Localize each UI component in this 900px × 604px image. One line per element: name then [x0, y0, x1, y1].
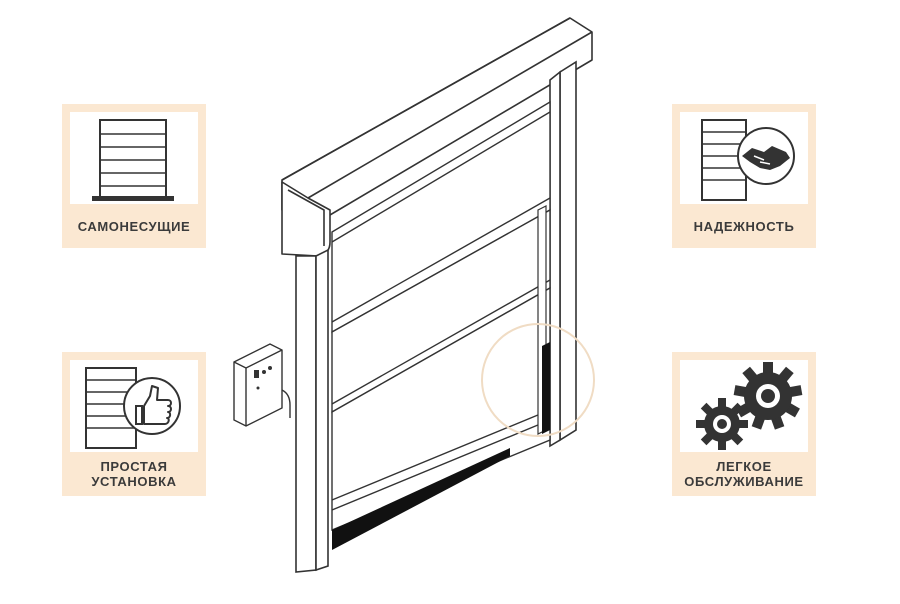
feature-easy-maintenance: ЛЕГКОЕ ОБСЛУЖИВАНИЕ — [672, 352, 816, 496]
feature-easy-maintenance-label: ЛЕГКОЕ ОБСЛУЖИВАНИЕ — [684, 459, 804, 489]
thumbs-up-icon — [85, 367, 181, 449]
feature-easy-install-picture — [70, 360, 198, 452]
detail-magnifier-ring — [481, 323, 595, 437]
feature-self-supporting-label: САМОНЕСУЩИЕ — [77, 218, 191, 234]
roll-up-door-illustration — [233, 17, 595, 573]
handshake-icon — [701, 119, 795, 201]
feature-easy-maintenance-picture — [680, 360, 808, 452]
feature-self-supporting: САМОНЕСУЩИЕ — [62, 104, 206, 248]
feature-easy-install: ПРОСТАЯ УСТАНОВКА — [62, 352, 206, 496]
feature-reliability-label: НАДЕЖНОСТЬ — [693, 218, 795, 234]
feature-reliability: НАДЕЖНОСТЬ — [672, 104, 816, 248]
gears-icon — [696, 362, 803, 450]
feature-easy-install-label: ПРОСТАЯ УСТАНОВКА — [91, 459, 177, 489]
door-panels-icon — [92, 119, 174, 201]
feature-self-supporting-picture — [70, 112, 198, 204]
feature-reliability-picture — [680, 112, 808, 204]
